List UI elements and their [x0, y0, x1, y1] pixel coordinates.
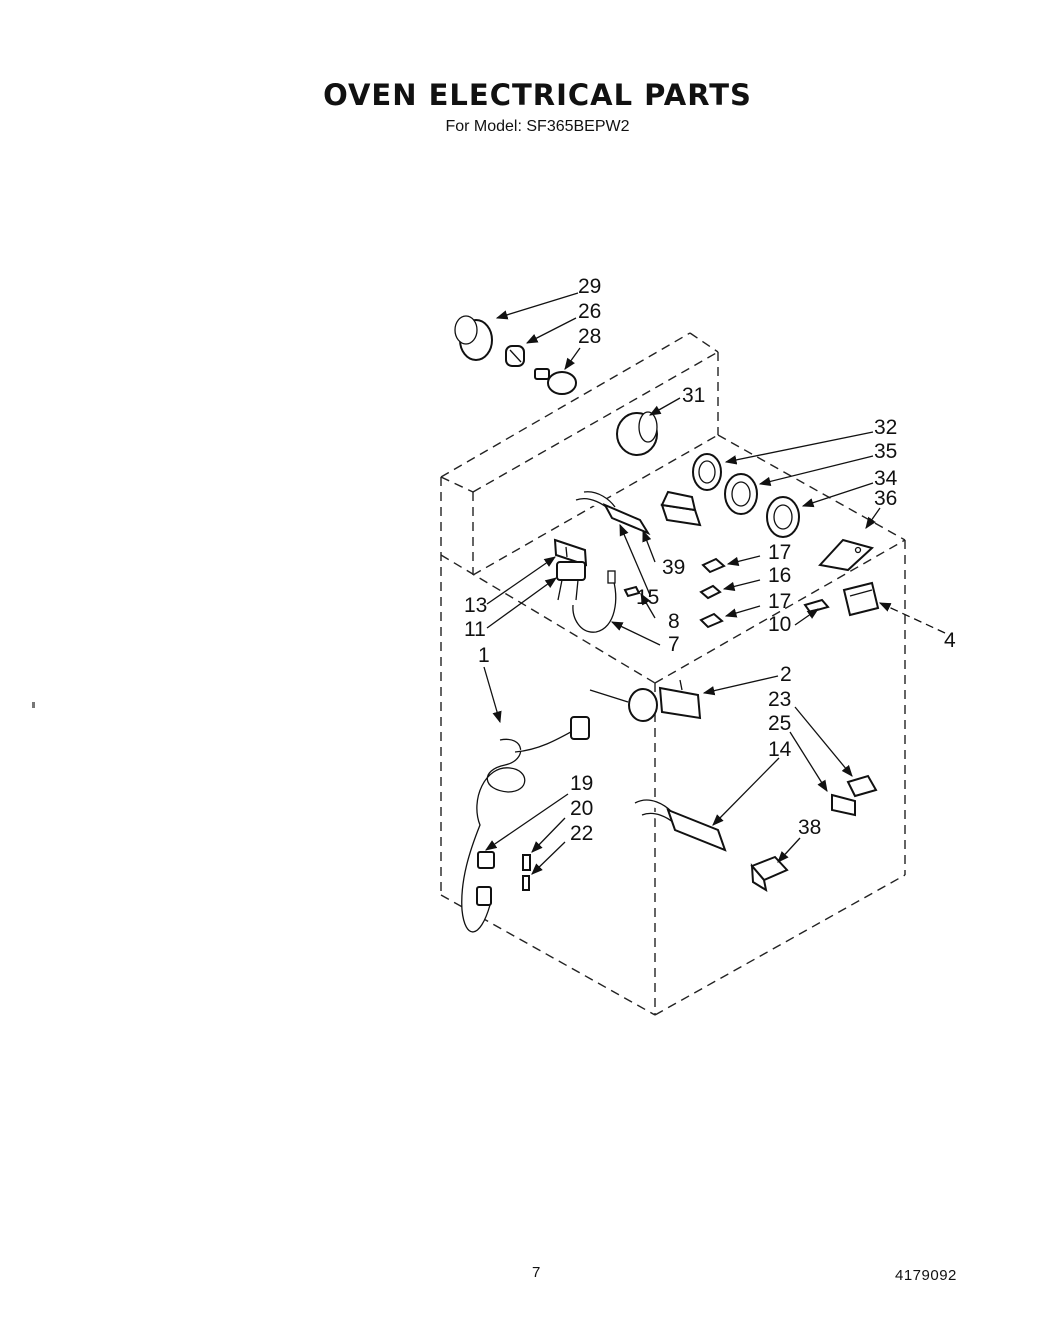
clip-17b-part — [699, 612, 724, 629]
light-bulb-part — [534, 368, 577, 395]
block-38-part — [750, 855, 789, 893]
callout-39: 39 — [662, 556, 685, 579]
callout-22: 22 — [570, 822, 593, 845]
callout-15: 15 — [636, 586, 659, 609]
switch-23-part — [846, 774, 878, 798]
callout-10: 10 — [768, 613, 791, 636]
page-number: 7 — [532, 1264, 541, 1281]
callout-labels: 29 26 28 31 32 35 34 36 39 17 16 17 15 8… — [464, 275, 956, 845]
bracket-36-part — [818, 538, 875, 572]
light-socket-part — [505, 345, 525, 367]
ring-32-part — [692, 453, 722, 491]
callout-7: 7 — [668, 633, 680, 656]
document-number: 4179092 — [895, 1267, 957, 1284]
light-cover-part — [616, 411, 658, 456]
scan-mark — [32, 702, 35, 708]
power-cord-part — [461, 716, 590, 933]
model-subtitle: For Model: SF365BEPW2 — [445, 118, 630, 135]
terminal-8-part — [623, 585, 641, 598]
callout-19: 19 — [570, 772, 593, 795]
callout-36: 36 — [874, 487, 897, 510]
callout-25: 25 — [768, 712, 791, 735]
light-lens-part — [454, 315, 493, 361]
clip-16-part — [699, 584, 722, 600]
ring-34-part — [766, 496, 800, 538]
thermostat-2-part — [589, 679, 702, 722]
wire-7-part — [572, 570, 617, 633]
pin-20-part — [522, 854, 531, 871]
callout-29: 29 — [578, 275, 601, 298]
callout-34: 34 — [874, 467, 898, 490]
callout-32: 32 — [874, 416, 897, 439]
callout-16: 16 — [768, 564, 791, 587]
element-15-part — [575, 491, 651, 536]
callout-11: 11 — [464, 618, 486, 641]
callout-17-lower: 17 — [768, 590, 791, 613]
pin-22-part — [522, 875, 530, 891]
switch-19-part — [477, 851, 495, 869]
switch-4-part — [842, 581, 880, 617]
callout-35: 35 — [874, 440, 897, 463]
clip-17a-part — [701, 557, 726, 574]
callout-8: 8 — [668, 610, 680, 633]
ring-35-part — [724, 473, 758, 515]
switch-39-part — [660, 490, 702, 527]
callout-14: 14 — [768, 738, 792, 761]
callout-4: 4 — [944, 629, 956, 652]
callout-28: 28 — [578, 325, 601, 348]
callout-31: 31 — [682, 384, 705, 407]
callout-23: 23 — [768, 688, 791, 711]
callout-13: 13 — [464, 594, 487, 617]
callout-26: 26 — [578, 300, 601, 323]
plate-25-part — [831, 793, 856, 817]
page-title: OVEN ELECTRICAL PARTS — [323, 78, 752, 112]
callout-20: 20 — [570, 797, 593, 820]
callout-17-upper: 17 — [768, 541, 791, 564]
relay-11-part — [556, 561, 586, 601]
callout-1: 1 — [478, 644, 490, 667]
element-14-part — [634, 799, 727, 852]
range-outline — [440, 332, 906, 1016]
leader-lines — [483, 292, 946, 875]
callout-38: 38 — [798, 816, 821, 839]
callout-2: 2 — [780, 663, 792, 686]
